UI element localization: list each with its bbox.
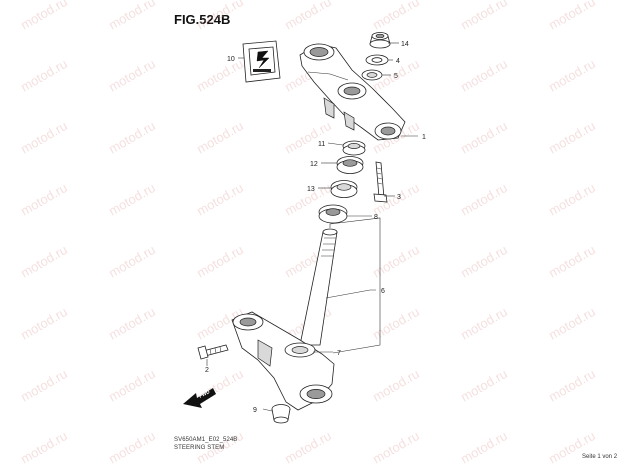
watermark-text: motod.ru [546,428,598,467]
watermark-text: motod.ru [282,0,334,33]
watermark-text: motod.ru [458,366,510,405]
watermark-text: motod.ru [18,428,70,467]
watermark-text: motod.ru [18,242,70,281]
watermark-text: motod.ru [458,428,510,467]
watermark-text: motod.ru [106,56,158,95]
callout-2: 2 [205,367,209,374]
watermark-text: motod.ru [18,180,70,219]
page-count: Seite 1 von 2 [582,454,618,460]
watermark-text: motod.ru [194,118,246,157]
watermark-text: motod.ru [546,242,598,281]
watermark-text: motod.ru [18,0,70,33]
watermark-text: motod.ru [370,0,422,33]
suzuki-logo-icon [256,50,270,69]
watermark-text: motod.ru [106,180,158,219]
watermark-text: motod.ru [546,180,598,219]
watermark-text: motod.ru [18,118,70,157]
callout-9: 9 [253,407,257,414]
watermark-text: motod.ru [106,304,158,343]
watermark-text: motod.ru [458,180,510,219]
watermark-text: motod.ru [18,56,70,95]
watermark-text: motod.ru [370,366,422,405]
clamp-bolt-part [373,161,388,203]
watermark-text: motod.ru [194,242,246,281]
watermark-text: motod.ru [282,428,334,467]
lower-clamp-bolt-part [197,344,229,360]
steering-stem-nut-part [369,32,391,49]
watermark-text: motod.ru [194,180,246,219]
watermark-text: motod.ru [282,118,334,157]
watermark-text: motod.ru [458,304,510,343]
watermark-text: motod.ru [106,428,158,467]
bearing-race-part [330,180,358,198]
callout-12: 12 [310,161,318,168]
watermark-text: motod.ru [194,56,246,95]
fwd-label: FWD [198,389,211,400]
callout-8: 8 [374,214,378,221]
lock-washer-part [361,69,383,81]
watermark-text: motod.ru [18,304,70,343]
watermark-text: motod.ru [546,56,598,95]
callout-4: 4 [396,58,400,65]
watermark-text: motod.ru [546,118,598,157]
watermark-text: motod.ru [18,366,70,405]
upper-bearing-part [336,156,364,174]
watermark-text: motod.ru [106,0,158,33]
stem-cap-part [271,404,291,424]
watermark-text: motod.ru [546,304,598,343]
watermark-text: motod.ru [546,366,598,405]
steering-stem-part [231,228,338,411]
watermark-text: motod.ru [458,242,510,281]
upper-bracket-part [299,43,406,141]
callout-13: 13 [307,186,315,193]
watermark-text: motod.ru [458,56,510,95]
watermark-text: motod.ru [370,242,422,281]
watermark-text: motod.ru [458,0,510,33]
callout-3: 3 [397,194,401,201]
callout-5: 5 [394,73,398,80]
watermark-text: motod.ru [106,242,158,281]
washer-part [365,54,389,66]
model-code: SV650AM1_E02_524B [174,437,238,443]
dust-seal-part [342,140,366,156]
watermark-text: motod.ru [106,118,158,157]
callout-11: 11 [318,141,325,148]
watermark-text: motod.ru [458,118,510,157]
watermark-text: motod.ru [194,0,246,33]
watermark-text: motod.ru [370,304,422,343]
callout-14: 14 [401,41,409,48]
lower-bearing-part [318,204,348,224]
figure-title: FIG.524B [174,12,231,27]
callout-numbers: 1 2 3 4 5 6 7 8 9 10 11 12 13 14 [205,41,426,414]
watermark-text: motod.ru [546,0,598,33]
callout-1: 1 [422,134,426,141]
fwd-arrow-icon: FWD [183,388,216,408]
watermark-text: motod.ru [106,366,158,405]
leader-lines [206,42,418,412]
callout-10: 10 [227,56,235,63]
watermark-text: motod.ru [370,428,422,467]
decal-label-part [242,40,281,83]
callout-6: 6 [381,288,385,295]
figure-name: STEERING STEM [174,445,225,451]
callout-7: 7 [337,350,341,357]
